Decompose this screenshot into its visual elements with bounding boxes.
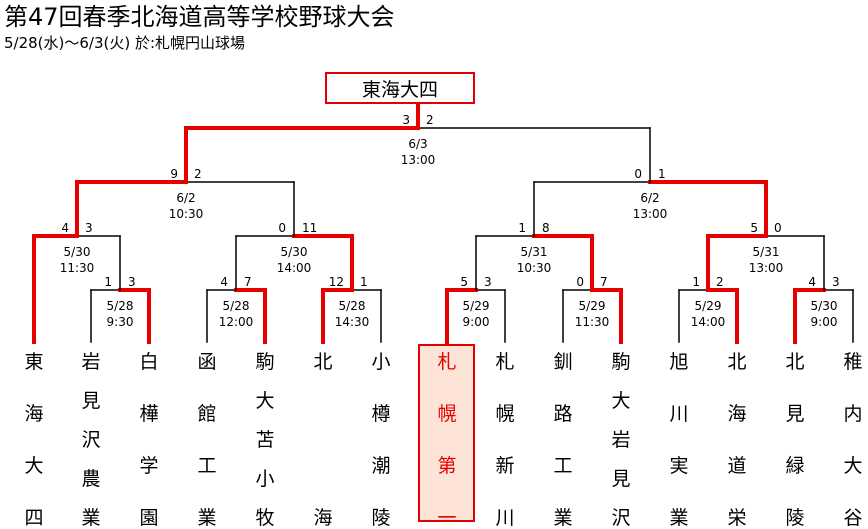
champion-box: 東海大四 xyxy=(325,72,475,104)
game-date-final: 6/3 xyxy=(408,137,427,151)
game-time-r2-3: 10:30 xyxy=(517,261,552,275)
game-time-r1-3: 14:30 xyxy=(335,315,370,329)
score-r1-4-right: 3 xyxy=(484,275,492,289)
score-sf-1-right: 2 xyxy=(194,167,202,181)
score-r1-4-left: 5 xyxy=(460,275,468,289)
score-final-right: 2 xyxy=(426,113,434,127)
game-time-sf-1: 10:30 xyxy=(169,207,204,221)
score-sf-1-left: 9 xyxy=(170,167,178,181)
tournament-dates-venue: 5/28(水)～6/3(火) 於:札幌円山球場 xyxy=(4,34,246,52)
score-r1-7-left: 4 xyxy=(808,275,816,289)
game-date-r1-5: 5/29 xyxy=(579,299,606,313)
score-r1-1-right: 3 xyxy=(128,275,136,289)
score-r1-5-left: 0 xyxy=(576,275,584,289)
game-date-sf-2: 6/2 xyxy=(640,191,659,205)
score-r1-5-right: 7 xyxy=(600,275,608,289)
game-time-sf-2: 13:00 xyxy=(633,207,668,221)
score-r1-1-left: 1 xyxy=(104,275,112,289)
game-date-r2-2: 5/30 xyxy=(281,245,308,259)
game-date-r1-1: 5/28 xyxy=(107,299,134,313)
page-title: 第47回春季北海道高等学校野球大会 xyxy=(4,3,395,31)
game-date-r2-1: 5/30 xyxy=(64,245,91,259)
score-sf-2-right: 1 xyxy=(658,167,666,181)
score-r1-2-left: 4 xyxy=(220,275,228,289)
score-r2-2-right: 11 xyxy=(302,221,317,235)
game-time-r1-6: 14:00 xyxy=(691,315,726,329)
game-time-final: 13:00 xyxy=(401,153,436,167)
game-time-r2-1: 11:30 xyxy=(60,261,95,275)
score-r1-2-right: 7 xyxy=(244,275,252,289)
game-time-r1-5: 11:30 xyxy=(575,315,610,329)
highlighted-team-box xyxy=(418,344,475,522)
score-sf-2-left: 0 xyxy=(634,167,642,181)
score-r2-3-left: 1 xyxy=(518,221,526,235)
score-r1-3-left: 12 xyxy=(329,275,344,289)
score-r1-6-left: 1 xyxy=(692,275,700,289)
score-r1-7-right: 3 xyxy=(832,275,840,289)
score-r2-1-right: 3 xyxy=(85,221,93,235)
score-r2-4-left: 5 xyxy=(750,221,758,235)
game-date-r1-6: 5/29 xyxy=(695,299,722,313)
score-final-left: 3 xyxy=(402,113,410,127)
game-date-r1-4: 5/29 xyxy=(463,299,490,313)
game-date-r1-7: 5/30 xyxy=(811,299,838,313)
score-r2-4-right: 0 xyxy=(774,221,782,235)
score-r2-2-left: 0 xyxy=(278,221,286,235)
game-time-r2-4: 13:00 xyxy=(749,261,784,275)
score-r1-6-right: 2 xyxy=(716,275,724,289)
game-date-r2-4: 5/31 xyxy=(753,245,780,259)
game-time-r1-1: 9:30 xyxy=(107,315,134,329)
game-time-r1-7: 9:00 xyxy=(811,315,838,329)
score-r2-1-left: 4 xyxy=(61,221,69,235)
game-date-r1-2: 5/28 xyxy=(223,299,250,313)
game-time-r2-2: 14:00 xyxy=(277,261,312,275)
score-r2-3-right: 8 xyxy=(542,221,550,235)
score-r1-3-right: 1 xyxy=(360,275,368,289)
game-date-sf-1: 6/2 xyxy=(176,191,195,205)
game-time-r1-4: 9:00 xyxy=(463,315,490,329)
game-date-r1-3: 5/28 xyxy=(339,299,366,313)
game-date-r2-3: 5/31 xyxy=(521,245,548,259)
game-time-r1-2: 12:00 xyxy=(219,315,254,329)
